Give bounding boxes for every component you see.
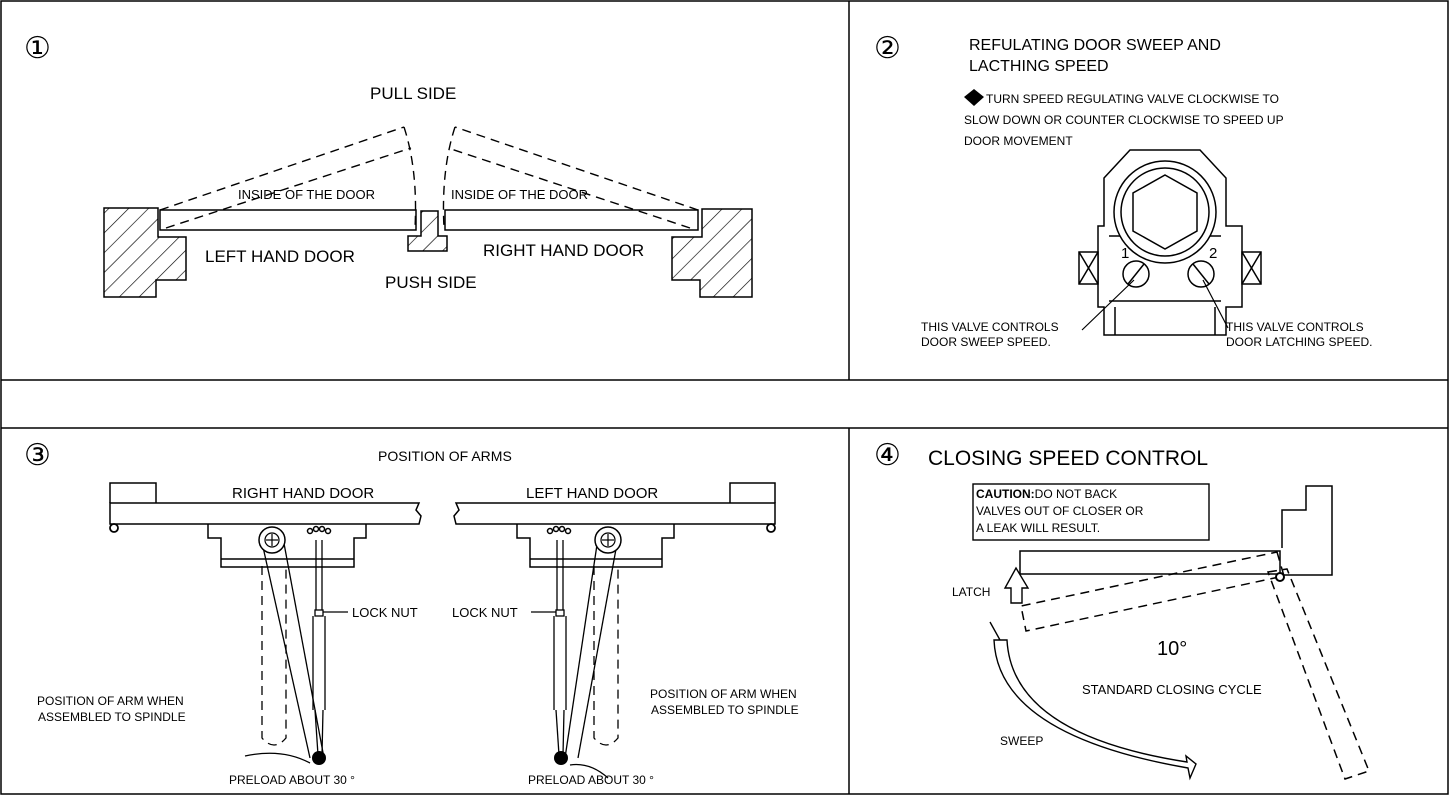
panel2-title-line2: LACTHING SPEED bbox=[969, 58, 1109, 75]
valve-2-number: 2 bbox=[1209, 245, 1217, 262]
right-door-slab bbox=[444, 209, 699, 231]
caution-box bbox=[972, 483, 1210, 541]
preload-label-right: PRELOAD ABOUT 30 ° bbox=[528, 773, 654, 787]
right-jamb bbox=[671, 208, 753, 298]
left-door-slab bbox=[159, 209, 417, 231]
panel3-title: POSITION OF ARMS bbox=[378, 448, 512, 464]
right-hand-door-label: RIGHT HAND DOOR bbox=[483, 241, 644, 260]
caution-label: CAUTION: bbox=[976, 487, 1035, 501]
angle-label: 10° bbox=[1157, 638, 1187, 660]
arm-joint-icon-left bbox=[312, 751, 326, 765]
latch-arrow-icon bbox=[1003, 566, 1030, 604]
panel2-instruction-line1: TURN SPEED REGULATING VALVE CLOCKWISE TO bbox=[986, 92, 1279, 106]
valve-1-desc-line2: DOOR SWEEP SPEED. bbox=[921, 335, 1051, 349]
door-swing-outlines bbox=[159, 126, 699, 229]
right-hand-door-arm-assembly bbox=[244, 537, 348, 764]
panel-closing-speed: ④ CLOSING SPEED CONTROL CAUTION:DO NOT B… bbox=[874, 438, 1370, 781]
panel-valve-regulation: ② REFULATING DOOR SWEEP AND LACTHING SPE… bbox=[874, 31, 1372, 349]
arm-position-left-line1: POSITION OF ARM WHEN bbox=[37, 694, 184, 708]
lock-nut-label-right: LOCK NUT bbox=[352, 605, 418, 620]
valve-2-desc-line2: DOOR LATCHING SPEED. bbox=[1226, 335, 1372, 349]
left-hand-door-label: LEFT HAND DOOR bbox=[205, 247, 355, 266]
preload-label-left: PRELOAD ABOUT 30 ° bbox=[229, 773, 355, 787]
inside-door-label-right: INSIDE OF THE DOOR bbox=[451, 187, 588, 202]
closer-valve-body bbox=[1078, 149, 1262, 336]
panel-number-4: ④ bbox=[874, 438, 901, 473]
pivot-cluster-right bbox=[546, 525, 572, 535]
inside-door-label-left: INSIDE OF THE DOOR bbox=[238, 187, 375, 202]
caution-line1: CAUTION:DO NOT BACK bbox=[976, 487, 1117, 501]
panel2-instruction-line2: SLOW DOWN OR COUNTER CLOCKWISE TO SPEED … bbox=[964, 113, 1284, 127]
standard-closing-cycle-label: STANDARD CLOSING CYCLE bbox=[1082, 682, 1262, 697]
panel-number-3: ③ bbox=[24, 438, 51, 473]
panel-door-handing: ① PULL SIDE PUSH SIDE INSIDE OF THE DOOR… bbox=[24, 31, 753, 298]
valve-2-desc-line1: THIS VALVE CONTROLS bbox=[1226, 320, 1364, 334]
center-stop bbox=[407, 210, 448, 252]
sweep-arrow-icon bbox=[989, 621, 1197, 781]
panel-number-1: ① bbox=[24, 31, 51, 66]
panel-arm-position: ③ POSITION OF ARMS RIGHT HAND DOOR LEFT … bbox=[24, 438, 799, 787]
closing-diagram-geometry bbox=[1019, 485, 1370, 780]
right-hand-door-label-arms: RIGHT HAND DOOR bbox=[232, 485, 374, 502]
pull-side-label: PULL SIDE bbox=[370, 84, 456, 103]
left-hand-door-label-arms: LEFT HAND DOOR bbox=[526, 485, 658, 502]
valve-1: 1 bbox=[1121, 245, 1150, 288]
caution-line2: VALVES OUT OF CLOSER OR bbox=[976, 504, 1144, 518]
pivot-cluster-left bbox=[306, 525, 332, 535]
push-side-label: PUSH SIDE bbox=[385, 273, 477, 292]
panel2-instruction-line3: DOOR MOVEMENT bbox=[964, 134, 1073, 148]
valve-1-number: 1 bbox=[1121, 245, 1129, 262]
valve-2: 2 bbox=[1187, 245, 1217, 288]
arm-position-right-line1: POSITION OF ARM WHEN bbox=[650, 687, 797, 701]
panel2-title-line1: REFULATING DOOR SWEEP AND bbox=[969, 37, 1221, 54]
door-pivot-icon bbox=[1275, 572, 1285, 582]
arm-position-right-line2: ASSEMBLED TO SPINDLE bbox=[651, 703, 799, 717]
latch-label: LATCH bbox=[952, 585, 990, 599]
arms-frame-and-doors bbox=[109, 482, 776, 568]
caution-text-1: DO NOT BACK bbox=[1035, 487, 1117, 501]
caution-line3: A LEAK WILL RESULT. bbox=[976, 521, 1100, 535]
arm-joint-icon-right bbox=[554, 751, 568, 765]
panel4-title: CLOSING SPEED CONTROL bbox=[928, 447, 1208, 470]
hinge-pivots bbox=[109, 523, 776, 533]
left-jamb bbox=[103, 207, 187, 298]
valve-1-desc-line1: THIS VALVE CONTROLS bbox=[921, 320, 1059, 334]
lock-nut-label-left: LOCK NUT bbox=[452, 605, 518, 620]
valve-leaders bbox=[1081, 279, 1229, 331]
bullet-diamond-icon bbox=[964, 89, 984, 106]
sweep-label: SWEEP bbox=[1000, 734, 1043, 748]
panel-number-2: ② bbox=[874, 31, 901, 66]
arm-position-left-line2: ASSEMBLED TO SPINDLE bbox=[38, 710, 186, 724]
left-hand-door-arm-assembly bbox=[531, 537, 619, 779]
